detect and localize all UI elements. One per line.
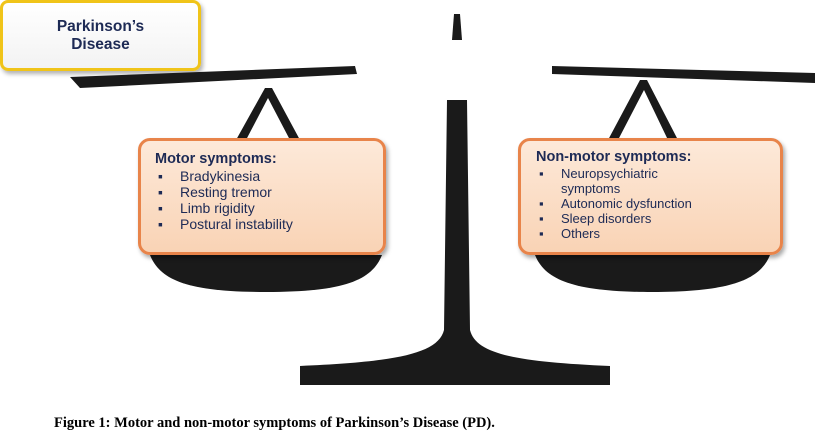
scale-top-spike bbox=[452, 14, 462, 40]
bullet-icon: ▪ bbox=[158, 168, 163, 184]
list-item-label: Neuropsychiatric symptoms bbox=[561, 166, 658, 196]
non-motor-symptoms-box: Non-motor symptoms: ▪ Neuropsychiatric sy… bbox=[518, 138, 783, 255]
motor-symptoms-list: ▪ Bradykinesia ▪ Resting tremor ▪ Limb rigi… bbox=[155, 168, 373, 232]
list-item: ▪ Others bbox=[536, 226, 770, 241]
bullet-icon: ▪ bbox=[158, 200, 163, 216]
bullet-icon: ▪ bbox=[539, 196, 544, 211]
right-hanger bbox=[608, 80, 678, 140]
bullet-icon: ▪ bbox=[539, 226, 544, 241]
list-item: ▪ Postural instability bbox=[155, 216, 373, 232]
bullet-icon: ▪ bbox=[158, 184, 163, 200]
list-item-label: Autonomic dysfunction bbox=[561, 196, 692, 211]
list-item-label: Postural instability bbox=[180, 216, 293, 232]
list-item: ▪ Neuropsychiatric symptoms bbox=[536, 166, 770, 196]
list-item: ▪ Limb rigidity bbox=[155, 200, 373, 216]
center-title: Parkinson’s Disease bbox=[56, 17, 145, 53]
non-motor-symptoms-list: ▪ Neuropsychiatric symptoms ▪ Autonomic dy… bbox=[536, 166, 770, 241]
list-item: ▪ Bradykinesia bbox=[155, 168, 373, 184]
list-item-label: Bradykinesia bbox=[180, 168, 261, 184]
left-hanger bbox=[236, 88, 300, 140]
center-title-box: Parkinson’s Disease bbox=[0, 0, 201, 71]
motor-symptoms-title: Motor symptoms: bbox=[155, 151, 277, 167]
scale-beam bbox=[70, 66, 357, 88]
motor-symptoms-box: Motor symptoms: ▪ Bradykinesia ▪ Resting t… bbox=[138, 138, 386, 255]
scale-beam-right bbox=[552, 66, 815, 83]
figure-caption: Figure 1: Motor and non-motor symptoms o… bbox=[54, 415, 495, 431]
bullet-icon: ▪ bbox=[539, 211, 544, 226]
list-item: ▪ Sleep disorders bbox=[536, 211, 770, 226]
list-item-label: Resting tremor bbox=[180, 184, 272, 200]
scale-pillar bbox=[300, 100, 610, 385]
list-item: ▪ Resting tremor bbox=[155, 184, 373, 200]
list-item: ▪ Autonomic dysfunction bbox=[536, 196, 770, 211]
bullet-icon: ▪ bbox=[539, 166, 544, 181]
list-item-label: Limb rigidity bbox=[180, 200, 255, 216]
right-pan bbox=[535, 255, 770, 292]
list-item-label: Others bbox=[561, 226, 601, 241]
balance-scale-icon bbox=[70, 14, 815, 385]
non-motor-symptoms-title: Non-motor symptoms: bbox=[536, 149, 692, 165]
left-pan bbox=[150, 255, 382, 292]
list-item-label: Sleep disorders bbox=[561, 211, 652, 226]
bullet-icon: ▪ bbox=[158, 216, 163, 232]
